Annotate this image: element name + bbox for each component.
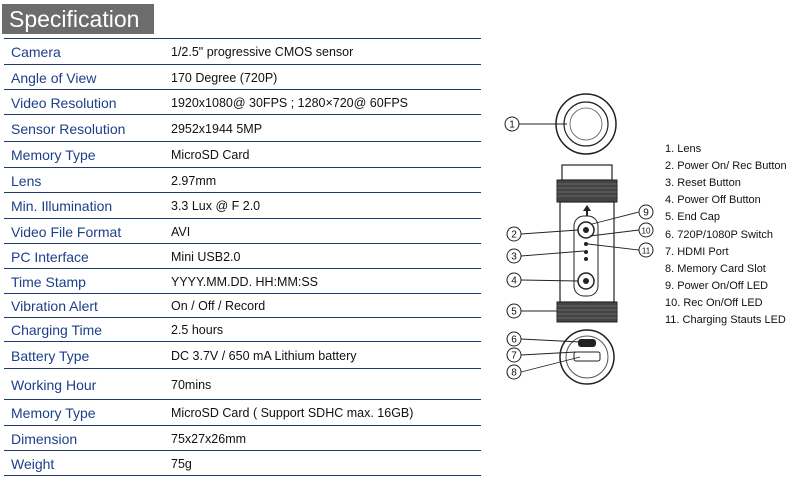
legend-item: 1. Lens <box>665 143 702 155</box>
spec-label: Memory Type <box>11 405 96 421</box>
callout-number: 2 <box>511 230 517 241</box>
spec-label: Weight <box>11 456 55 472</box>
legend-item: 2. Power On/ Rec Button <box>665 160 787 172</box>
callout-number: 6 <box>511 335 517 346</box>
spec-value: 2.97mm <box>171 174 217 188</box>
spec-row: Angle of View 170 Degree (720P) <box>4 64 481 90</box>
spec-value: 70mins <box>171 378 212 392</box>
spec-label: Angle of View <box>11 70 97 86</box>
spec-row: Lens 2.97mm <box>4 167 481 193</box>
callout-marker: 5 <box>506 303 522 319</box>
spec-label: PC Interface <box>11 249 89 265</box>
spec-value: 75g <box>171 457 192 471</box>
lens-top-view <box>555 93 617 155</box>
callout-marker: 3 <box>506 248 522 264</box>
page-title: Specification <box>2 4 154 34</box>
legend-item: 6. 720P/1080P Switch <box>665 229 774 241</box>
spec-value: 2.5 hours <box>171 323 224 337</box>
callout-number: 9 <box>643 208 649 219</box>
spec-row: PC Interface Mini USB2.0 <box>4 243 481 269</box>
spec-value: MicroSD Card <box>171 148 250 162</box>
leader-lines <box>519 123 640 373</box>
legend-item: 5. End Cap <box>665 211 721 223</box>
callout-number: 10 <box>642 227 651 236</box>
spec-row: Vibration Alert On / Off / Record <box>4 293 481 318</box>
callout-marker: 11 <box>638 242 654 258</box>
callout-marker: 8 <box>506 364 522 380</box>
callout-marker: 2 <box>506 226 522 242</box>
callout-number: 11 <box>642 247 651 256</box>
spec-value: AVI <box>171 225 191 239</box>
spec-row: Video File Format AVI <box>4 218 481 244</box>
callout-number: 4 <box>511 276 517 287</box>
legend-item: 11. Charging Stauts LED <box>665 314 786 326</box>
spec-value: 3.3 Lux @ F 2.0 <box>171 199 261 213</box>
spec-label: Vibration Alert <box>11 298 98 314</box>
spec-row: Memory Type MicroSD Card ( Support SDHC m… <box>4 399 481 426</box>
callout-marker: 7 <box>506 347 522 363</box>
callout-marker: 9 <box>638 204 654 220</box>
spec-label: Camera <box>11 44 61 60</box>
callout-number: 3 <box>511 252 517 263</box>
spec-row: Charging Time 2.5 hours <box>4 317 481 342</box>
spec-label: Time Stamp <box>11 274 86 290</box>
legend-item: 3. Reset Button <box>665 177 741 189</box>
spec-row: Battery Type DC 3.7V / 650 mA Lithium bat… <box>4 341 481 369</box>
spec-row: Time Stamp YYYY.MM.DD. HH:MM:SS <box>4 268 481 294</box>
spec-label: Charging Time <box>11 322 103 338</box>
spec-label: Memory Type <box>11 147 96 163</box>
callout-number: 5 <box>511 307 517 318</box>
camera-body <box>556 164 618 323</box>
spec-row: Working Hour 70mins <box>4 368 481 400</box>
spec-value: Mini USB2.0 <box>171 250 241 264</box>
spec-row: Memory Type MicroSD Card <box>4 141 481 168</box>
spec-value: On / Off / Record <box>171 299 266 313</box>
spec-label: Dimension <box>11 431 78 447</box>
spec-value: 75x27x26mm <box>171 432 247 446</box>
spec-row: Min. Illumination 3.3 Lux @ F 2.0 <box>4 192 481 219</box>
spec-label: Min. Illumination <box>11 198 113 214</box>
spec-label: Battery Type <box>11 348 90 364</box>
spec-label: Working Hour <box>11 377 97 393</box>
callout-number: 8 <box>511 368 517 379</box>
spec-value: 170 Degree (720P) <box>171 71 278 85</box>
legend-item: 4. Power Off Button <box>665 194 761 206</box>
spec-label: Lens <box>11 173 42 189</box>
spec-row: Camera 1/2.5" progressive CMOS sensor <box>4 38 481 65</box>
spec-value: 1/2.5" progressive CMOS sensor <box>171 45 354 59</box>
legend-item: 9. Power On/Off LED <box>665 280 769 292</box>
spec-row: Sensor Resolution 2952x1944 5MP <box>4 114 481 142</box>
spec-row: Dimension 75x27x26mm <box>4 425 481 451</box>
spec-value: MicroSD Card ( Support SDHC max. 16GB) <box>171 406 414 420</box>
callout-marker: 1 <box>504 116 520 132</box>
legend-item: 10. Rec On/Off LED <box>665 297 763 309</box>
spec-value: 1920x1080@ 30FPS ; 1280×720@ 60FPS <box>171 96 408 110</box>
end-cap-view <box>559 329 615 385</box>
spec-label: Sensor Resolution <box>11 121 126 137</box>
camera-diagram: 1 2 3 4 5 6 7 8 9 10 11 <box>504 93 654 385</box>
callout-marker: 6 <box>506 331 522 347</box>
legend-item: 7. HDMI Port <box>665 246 729 258</box>
spec-label: Video Resolution <box>11 95 117 111</box>
table-bottom-rule <box>4 475 481 476</box>
spec-value: YYYY.MM.DD. HH:MM:SS <box>171 275 319 289</box>
callout-marker: 10 <box>638 222 654 238</box>
callout-number: 1 <box>509 120 515 131</box>
legend-item: 8. Memory Card Slot <box>665 263 766 275</box>
spec-value: DC 3.7V / 650 mA Lithium battery <box>171 349 357 363</box>
callout-number: 7 <box>511 351 517 362</box>
spec-row: Weight 75g <box>4 450 481 476</box>
callout-marker: 4 <box>506 272 522 288</box>
spec-value: 2952x1944 5MP <box>171 122 263 136</box>
spec-row: Video Resolution 1920x1080@ 30FPS ; 1280×… <box>4 89 481 115</box>
spec-label: Video File Format <box>11 224 122 240</box>
callout-markers: 1 2 3 4 5 6 7 8 9 10 11 <box>504 116 654 380</box>
